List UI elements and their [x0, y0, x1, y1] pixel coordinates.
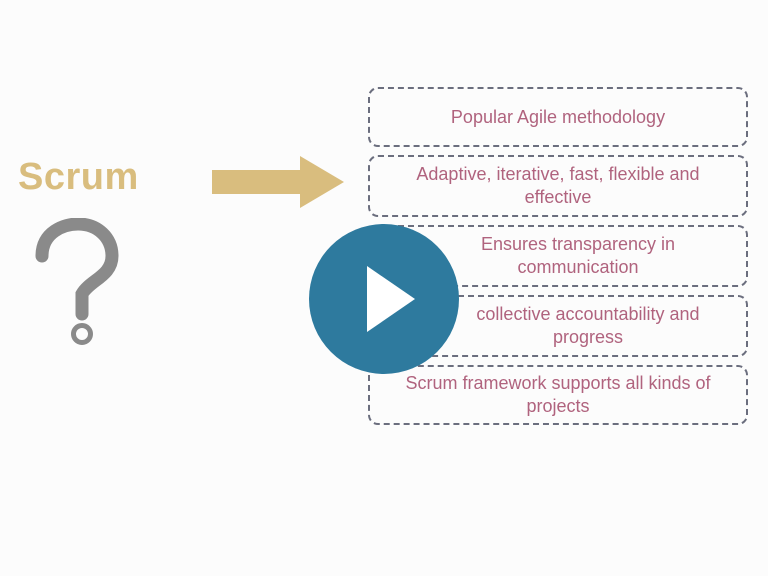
feature-text: collective accountability and progress: [476, 304, 700, 347]
feature-card: Scrum framework supports all kinds of pr…: [368, 365, 748, 425]
slide-title: Scrum: [18, 156, 139, 198]
feature-text: Adaptive, iterative, fast, flexible and …: [416, 164, 700, 207]
feature-card: Popular Agile methodology: [368, 87, 748, 147]
play-button[interactable]: [309, 224, 459, 374]
question-mark-icon: [35, 218, 119, 345]
feature-text: Scrum framework supports all kinds of pr…: [405, 373, 711, 416]
play-icon: [367, 266, 415, 332]
arrow-right-icon: [212, 156, 344, 208]
feature-text: Popular Agile methodology: [450, 106, 666, 127]
feature-text: Ensures transparency in communication: [480, 234, 676, 277]
feature-card: Adaptive, iterative, fast, flexible and …: [368, 155, 748, 217]
